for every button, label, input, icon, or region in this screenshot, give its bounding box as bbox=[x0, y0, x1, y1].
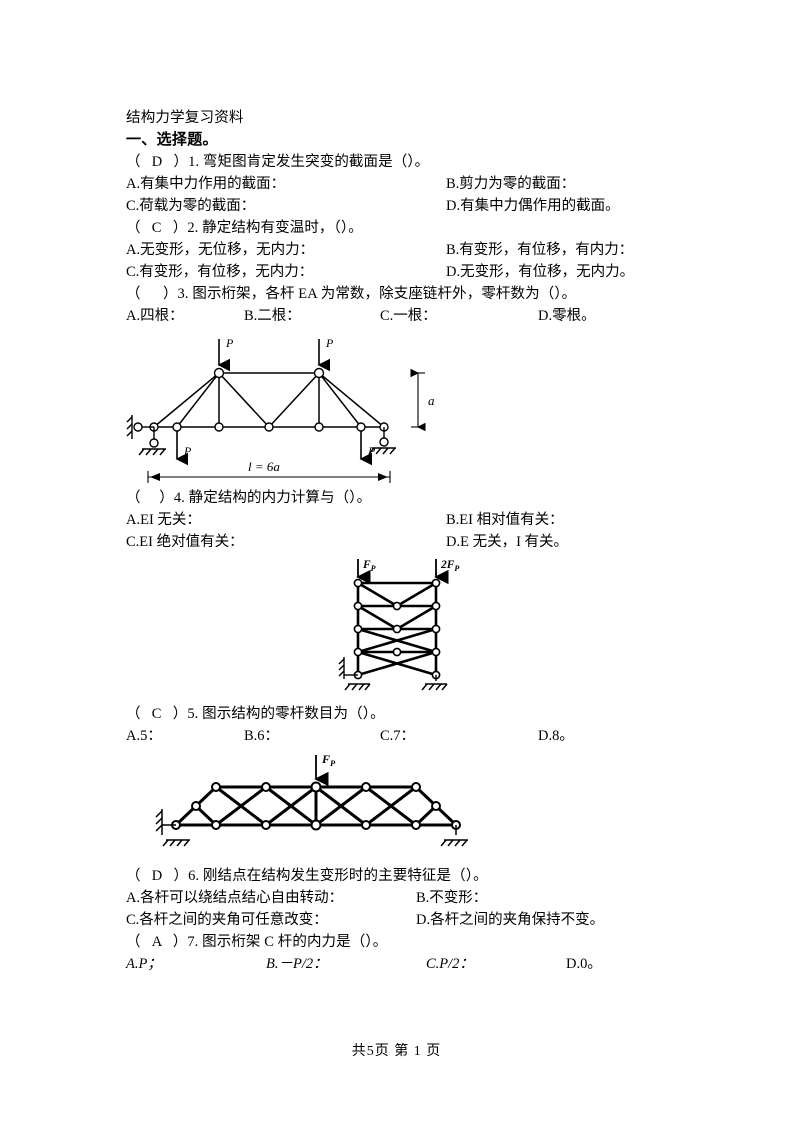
roof-load-label-top-right: P bbox=[325, 336, 334, 350]
option-1b: B.剪力为零的截面： bbox=[446, 176, 576, 192]
question-3-options-row-1: A.四根： B.二根： C.一根： D.零根。 bbox=[126, 305, 682, 327]
roof-truss-svg: P P P P a bbox=[126, 336, 435, 483]
roof-truss-figure: P P P P a bbox=[126, 327, 682, 487]
question-2-line: （ C ）2. 静定结构有变温时，（）。 bbox=[126, 220, 363, 236]
lattice-load-label: FP bbox=[321, 752, 336, 768]
question-4-options-row-1: A.EI 无关： B.EI 相对值有关： bbox=[126, 509, 682, 531]
option-1a: A.有集中力作用的截面： bbox=[126, 176, 286, 192]
option-7d: D.0。 bbox=[566, 956, 602, 972]
document-body: 结构力学复习资料 一、选择题。 （ D ）1. 弯矩图肯定发生突变的截面是（）。… bbox=[126, 108, 682, 975]
question-1-line: （ D ）1. 弯矩图肯定发生突变的截面是（）。 bbox=[126, 154, 430, 170]
roof-load-label-bottom-left: P bbox=[183, 444, 192, 458]
option-2d: D.无变形，有位移，无内力。 bbox=[446, 264, 635, 280]
option-3a: A.四根： bbox=[126, 308, 184, 324]
option-3c: C.一根： bbox=[380, 308, 437, 324]
roof-height-label: a bbox=[428, 393, 435, 408]
option-4b: B.EI 相对值有关： bbox=[446, 512, 564, 528]
option-6d: D.各杆之间的夹角保持不变。 bbox=[416, 912, 605, 928]
option-7a: A.P； bbox=[126, 956, 162, 972]
option-7c: C.P/2： bbox=[426, 956, 474, 972]
question-2-options-row-2: C.有变形，有位移，无内力： D.无变形，有位移，无内力。 bbox=[126, 261, 682, 283]
document-title: 结构力学复习资料 bbox=[126, 110, 244, 126]
option-1c: C.荷载为零的截面： bbox=[126, 198, 256, 214]
question-6-options-row-2: C.各杆之间的夹角可任意改变： D.各杆之间的夹角保持不变。 bbox=[126, 909, 682, 931]
option-2c: C.有变形，有位移，无内力： bbox=[126, 264, 314, 280]
option-2b: B.有变形，有位移，有内力： bbox=[446, 242, 634, 258]
question-4-options-row-2: C.EI 绝对值有关： D.E 无关，I 有关。 bbox=[126, 531, 682, 553]
question-6-line: （ D ）6. 刚结点在结构发生变形时的主要特征是（）。 bbox=[126, 868, 488, 884]
tower-truss-figure: FP 2FP bbox=[126, 553, 682, 703]
option-5c: C.7： bbox=[380, 728, 416, 744]
roof-span-label: l = 6a bbox=[248, 459, 280, 474]
question-4-line: （ ）4. 静定结构的内力计算与（）。 bbox=[126, 490, 372, 506]
roof-load-label-top-left: P bbox=[225, 336, 234, 350]
lattice-truss-figure: FP bbox=[126, 747, 682, 865]
option-4c: C.EI 绝对值有关： bbox=[126, 534, 244, 550]
option-4d: D.E 无关，I 有关。 bbox=[446, 534, 569, 550]
question-6-options-row-1: A.各杆可以绕结点结心自由转动： B.不变形： bbox=[126, 887, 682, 909]
question-7-line: （ A ）7. 图示桁架 C 杆的内力是（）。 bbox=[126, 934, 388, 950]
page-footer: 共5页 第 1 页 bbox=[351, 1044, 442, 1059]
option-3d: D.零根。 bbox=[538, 308, 596, 324]
option-1d: D.有集中力偶作用的截面。 bbox=[446, 198, 620, 214]
tower-load-label-right: 2FP bbox=[440, 559, 459, 573]
tower-truss-svg: FP 2FP bbox=[338, 559, 459, 691]
option-5b: B.6： bbox=[244, 728, 280, 744]
option-7b: B.－P/2： bbox=[266, 956, 328, 972]
option-6c: C.各杆之间的夹角可任意改变： bbox=[126, 912, 328, 928]
question-5-options-row-1: A.5： B.6： C.7： D.8。 bbox=[126, 725, 682, 747]
question-7-options-row-1: A.P； B.－P/2： C.P/2： D.0。 bbox=[126, 953, 682, 975]
option-3b: B.二根： bbox=[244, 308, 301, 324]
question-1-options-row-1: A.有集中力作用的截面： B.剪力为零的截面： bbox=[126, 173, 682, 195]
tower-load-label-left: FP bbox=[362, 559, 376, 573]
question-3-line: （ ）3. 图示桁架，各杆 EA 为常数，除支座链杆外，零杆数为（）。 bbox=[126, 286, 577, 302]
question-5-line: （ C ）5. 图示结构的零杆数目为（）。 bbox=[126, 706, 385, 722]
option-5d: D.8。 bbox=[538, 728, 574, 744]
roof-load-label-bottom-right: P bbox=[367, 444, 376, 458]
section-heading: 一、选择题。 bbox=[126, 132, 218, 148]
option-5a: A.5： bbox=[126, 728, 162, 744]
lattice-truss-svg: FP bbox=[155, 752, 468, 847]
option-6a: A.各杆可以绕结点结心自由转动： bbox=[126, 890, 344, 906]
option-4a: A.EI 无关： bbox=[126, 512, 201, 528]
question-1-options-row-2: C.荷载为零的截面： D.有集中力偶作用的截面。 bbox=[126, 195, 682, 217]
question-2-options-row-1: A.无变形，无位移，无内力： B.有变形，有位移，有内力： bbox=[126, 239, 682, 261]
option-2a: A.无变形，无位移，无内力： bbox=[126, 242, 315, 258]
option-6b: B.不变形： bbox=[416, 890, 488, 906]
